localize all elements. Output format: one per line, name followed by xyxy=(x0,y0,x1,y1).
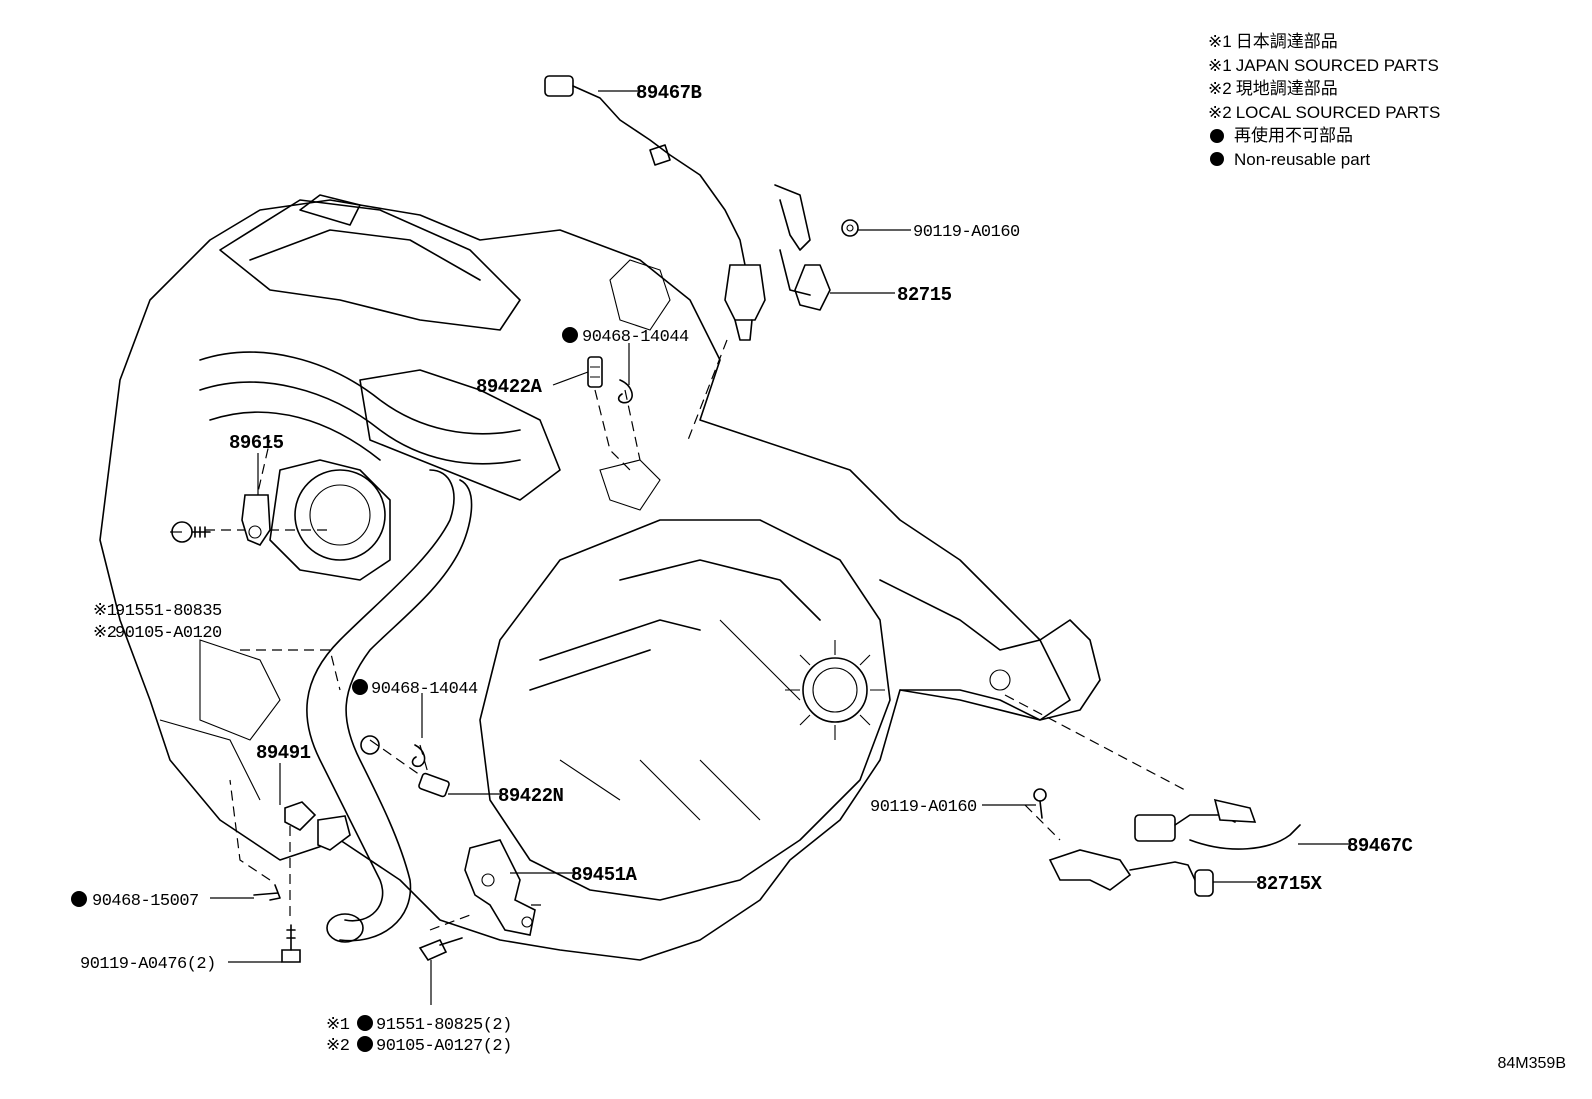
clip-90468-15007-drawing[interactable] xyxy=(253,884,281,901)
non-reusable-dot-icon xyxy=(1210,152,1224,167)
legend-row-non-reusable-jp: 再使用不可部品 xyxy=(1208,124,1440,148)
label-89615[interactable]: 89615 xyxy=(229,432,284,454)
legend-text: Non-reusable part xyxy=(1234,149,1371,169)
label-90105-A0120[interactable]: 90105-A0120 xyxy=(115,624,223,643)
bracket-82715X-drawing[interactable] xyxy=(1048,849,1214,897)
label-90119-A0476[interactable]: 90119-A0476(2) xyxy=(80,955,216,974)
non-reusable-dot-icon xyxy=(352,679,368,695)
legend-mark: ※2 xyxy=(1208,79,1232,98)
legend-text: 現地調達部品 xyxy=(1235,79,1338,98)
label-89422A[interactable]: 89422A xyxy=(476,376,543,398)
non-reusable-markers xyxy=(71,327,578,1052)
label-82715X[interactable]: 82715X xyxy=(1256,873,1323,895)
non-reusable-dot-icon xyxy=(71,891,87,907)
clip-90468-mid-drawing[interactable] xyxy=(360,735,426,768)
legend-row-local-sourced-jp: ※2 現地調達部品 xyxy=(1208,77,1440,101)
mark-2-A0127: ※2 xyxy=(326,1037,349,1056)
non-reusable-dot-icon xyxy=(1210,128,1224,143)
legend-text: 日本調達部品 xyxy=(1235,32,1338,51)
label-91551-80825[interactable]: 91551-80825(2) xyxy=(376,1016,512,1035)
legend-mark: ※1 xyxy=(1208,55,1232,75)
sensor-89491-drawing[interactable] xyxy=(284,801,351,851)
sensor-89422N-drawing[interactable] xyxy=(418,772,450,798)
connection-lines xyxy=(205,339,1186,931)
non-reusable-dot-icon xyxy=(357,1015,373,1031)
sensor-89467C-drawing[interactable] xyxy=(1134,798,1301,850)
sensor-89422A-drawing[interactable] xyxy=(587,356,603,388)
mark-1-80825: ※1 xyxy=(326,1016,350,1035)
sensor-89615-drawing[interactable] xyxy=(241,494,271,546)
part-labels: 89467B 90119-A0160 82715 90468-14044 894… xyxy=(80,82,1413,1056)
legend-row-japan-sourced-jp: ※1 日本調達部品 xyxy=(1208,30,1440,54)
clip-90468-top-drawing[interactable] xyxy=(617,379,633,404)
bolt-90119-right-drawing[interactable] xyxy=(1033,788,1047,819)
label-89467C[interactable]: 89467C xyxy=(1347,835,1413,857)
legend-mark: ※1 xyxy=(1208,32,1232,51)
diagram-code: 84M359B xyxy=(1497,1055,1567,1072)
label-82715[interactable]: 82715 xyxy=(897,284,952,306)
engine-drawing xyxy=(99,194,1101,961)
label-90468-14044-top[interactable]: 90468-14044 xyxy=(582,328,690,347)
label-90119-A0160-right[interactable]: 90119-A0160 xyxy=(870,798,978,817)
label-90468-15007[interactable]: 90468-15007 xyxy=(92,892,199,911)
legend-row-local-sourced-en: ※2 LOCAL SOURCED PARTS xyxy=(1208,101,1440,125)
legend-mark: ※2 xyxy=(1208,102,1232,122)
legend-text: LOCAL SOURCED PARTS xyxy=(1235,102,1441,122)
legend-row-non-reusable-en: Non-reusable part xyxy=(1208,148,1440,172)
bolt-91551-80825-drawing[interactable] xyxy=(418,937,463,962)
mark-2-A0120: ※2 xyxy=(93,624,116,643)
label-89491[interactable]: 89491 xyxy=(256,742,311,764)
non-reusable-dot-icon xyxy=(562,327,578,343)
mark-1-80835: ※1 xyxy=(93,602,117,621)
bolt-90119-A0476-drawing[interactable] xyxy=(281,924,301,963)
label-89467B[interactable]: 89467B xyxy=(636,82,702,104)
non-reusable-dot-icon xyxy=(357,1036,373,1052)
label-90468-14044-mid[interactable]: 90468-14044 xyxy=(371,680,479,699)
sensor-89467B-drawing[interactable] xyxy=(544,75,766,341)
legend-text: JAPAN SOURCED PARTS xyxy=(1235,55,1439,75)
legend-row-japan-sourced-en: ※1 JAPAN SOURCED PARTS xyxy=(1208,54,1440,78)
legend-text: 再使用不可部品 xyxy=(1234,126,1353,145)
bolt-90119-top-drawing[interactable] xyxy=(841,219,859,237)
bracket-82715-drawing[interactable] xyxy=(774,184,831,311)
label-89451A[interactable]: 89451A xyxy=(571,864,638,886)
switch-89451A-drawing[interactable] xyxy=(464,839,536,936)
label-90119-A0160-top[interactable]: 90119-A0160 xyxy=(913,223,1021,242)
label-91551-80835[interactable]: 91551-80835 xyxy=(115,602,223,621)
label-89422N[interactable]: 89422N xyxy=(498,785,564,807)
label-90105-A0127[interactable]: 90105-A0127(2) xyxy=(376,1037,512,1056)
legend: ※1 日本調達部品 ※1 JAPAN SOURCED PARTS ※2 現地調達… xyxy=(1208,30,1440,171)
leader-lines xyxy=(170,90,1350,1005)
